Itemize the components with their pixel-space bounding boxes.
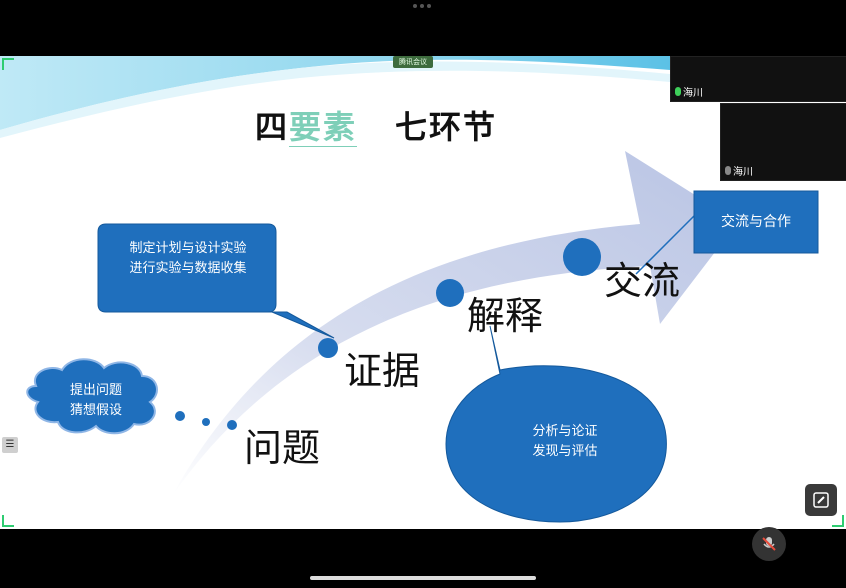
mic-icon — [725, 166, 731, 175]
title-part-1: 四 — [255, 108, 290, 146]
slide-graphics — [0, 56, 819, 523]
dot-small-3 — [227, 420, 237, 430]
callout-hypothesis-line2: 猜想假设 — [69, 403, 122, 418]
callout-hypothesis-text: 提出问题 猜想假设 — [40, 381, 152, 421]
callout-cooperation-box — [693, 190, 819, 254]
video-tile-participant-2[interactable]: 海川 — [720, 103, 846, 181]
pen-icon-glyph — [813, 492, 829, 508]
mic-muted-icon[interactable] — [752, 527, 786, 561]
title-part-right: 七环节 — [395, 108, 498, 146]
corner-mark-tl — [2, 58, 14, 70]
word-interpretation: 解释 — [467, 294, 544, 338]
home-indicator[interactable] — [310, 576, 536, 580]
word-evidence: 证据 — [344, 349, 421, 393]
dot-small-1 — [175, 411, 185, 421]
word-question: 问题 — [244, 426, 321, 470]
callout-analysis-line1: 分析与论证 — [532, 424, 598, 439]
shared-slide: 腾讯会议 制定计划与设计实验 进行实验与数据收集 提出问题 猜想假设 分析与论证… — [0, 56, 846, 529]
callout-plan-line1: 制定计划与设计实验 — [129, 241, 247, 256]
callout-plan-line2: 进行实验与数据收集 — [129, 261, 247, 276]
pen-icon[interactable] — [805, 484, 837, 516]
title-part-accent: 要素 — [289, 108, 358, 147]
step-dot-evidence — [318, 338, 338, 358]
callout-plan-text: 制定计划与设计实验 进行实验与数据收集 — [100, 239, 276, 279]
callout-hypothesis-line1: 提出问题 — [69, 383, 122, 398]
meeting-app-badge: 腾讯会议 — [393, 56, 433, 68]
step-dot-interpretation — [436, 279, 464, 307]
video-tile-participant-1[interactable]: 海川 — [670, 56, 846, 102]
callout-cooperation-text: 交流与合作 — [721, 214, 791, 230]
mic-on-icon — [675, 87, 681, 96]
participant-name-1: 海川 — [683, 88, 703, 99]
step-dot-communication — [563, 238, 601, 276]
participant-label-1: 海川 — [675, 84, 703, 99]
callout-analysis-text: 分析与论证 发现与评估 — [480, 422, 650, 462]
slide-title: 四要素七环节 — [255, 102, 595, 147]
mic-muted-glyph — [762, 537, 776, 551]
top-wave — [0, 56, 670, 130]
callout-plan-shape — [97, 223, 335, 339]
callout-analysis-shape — [445, 325, 667, 523]
cooperation-connector — [635, 215, 695, 275]
dot-small-2 — [202, 418, 210, 426]
window-handle-dots — [413, 4, 433, 10]
participant-label-2: 海川 — [725, 163, 753, 178]
list-icon[interactable]: ☰ — [2, 437, 18, 453]
corner-mark-br — [832, 515, 844, 527]
corner-mark-bl — [2, 515, 14, 527]
process-arrow — [172, 151, 738, 496]
callout-analysis-line2: 发现与评估 — [532, 444, 598, 459]
participant-name-2: 海川 — [733, 167, 753, 178]
word-communication: 交流 — [604, 259, 681, 303]
top-wave-light — [0, 61, 670, 138]
callout-hypothesis-cloud — [26, 358, 158, 435]
